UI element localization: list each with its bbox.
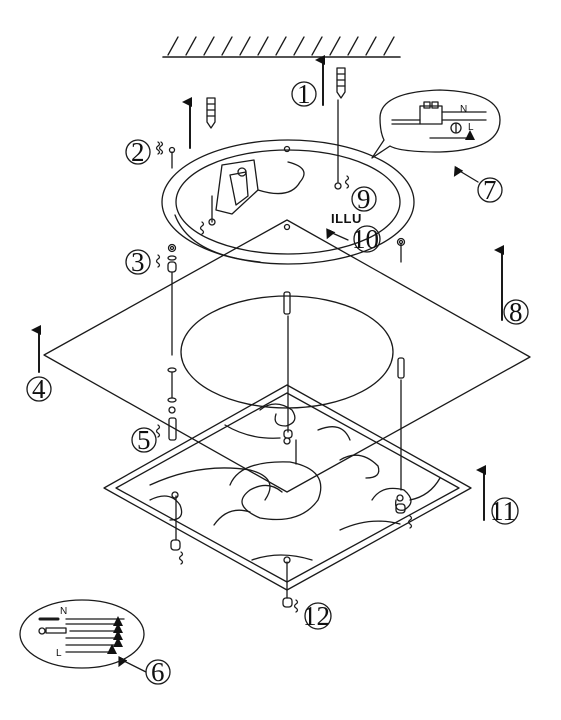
decor-screws	[170, 429, 413, 613]
socket-screws	[283, 99, 350, 190]
screw-icon	[155, 141, 176, 169]
callout-circle-7	[477, 177, 503, 203]
mounting-bracket	[199, 159, 305, 235]
wiring-label-n-top: N	[460, 104, 467, 115]
callout-circle-5	[131, 427, 157, 453]
mounting-plate	[43, 219, 531, 493]
callout-circle-9	[351, 186, 377, 212]
wiring-label-l-top: L	[468, 122, 474, 133]
callout-label-7: 7	[483, 175, 497, 205]
brand-tag: ILLU	[331, 211, 362, 226]
callout-circle-3	[125, 249, 151, 275]
callout-circle-2	[125, 139, 151, 165]
callout-label-9: 9	[357, 184, 371, 214]
callout-label-2: 2	[131, 137, 145, 167]
glass-shade-panel	[103, 384, 472, 591]
wiring-label-l-bottom: L	[56, 648, 62, 659]
callout-circle-6	[145, 659, 171, 685]
wall-plug-icon	[206, 97, 216, 129]
callout-circle-1	[291, 81, 317, 107]
pointer-arrow-icon	[118, 655, 147, 673]
callout-label-12: 12	[303, 601, 330, 631]
callout-circle-12	[304, 602, 332, 630]
callout-label-10: 10	[352, 224, 379, 254]
callout-label-5: 5	[137, 425, 151, 455]
standoff-rods	[155, 243, 405, 491]
callout-circle-10	[353, 225, 381, 253]
wiring-detail-bubble-bottom	[19, 599, 145, 669]
ceiling-hatch-icon	[162, 36, 401, 58]
wall-plug-icon	[336, 67, 346, 99]
pointer-arrow-icon	[326, 228, 349, 241]
callout-label-8: 8	[509, 297, 523, 327]
callout-circle-4	[26, 376, 52, 402]
callout-label-4: 4	[32, 374, 46, 404]
callout-label-6: 6	[151, 657, 165, 687]
wiring-label-n-bottom: N	[60, 606, 67, 617]
callout-label-11: 11	[490, 496, 516, 526]
pointer-arrow-icon	[453, 165, 479, 183]
ceiling-base-ring	[161, 139, 415, 265]
callout-circle-11	[491, 497, 519, 525]
wiring-detail-bubble-top	[371, 89, 501, 159]
callout-label-1: 1	[297, 79, 311, 109]
callout-circle-8	[503, 299, 529, 325]
callout-label-3: 3	[131, 247, 145, 277]
